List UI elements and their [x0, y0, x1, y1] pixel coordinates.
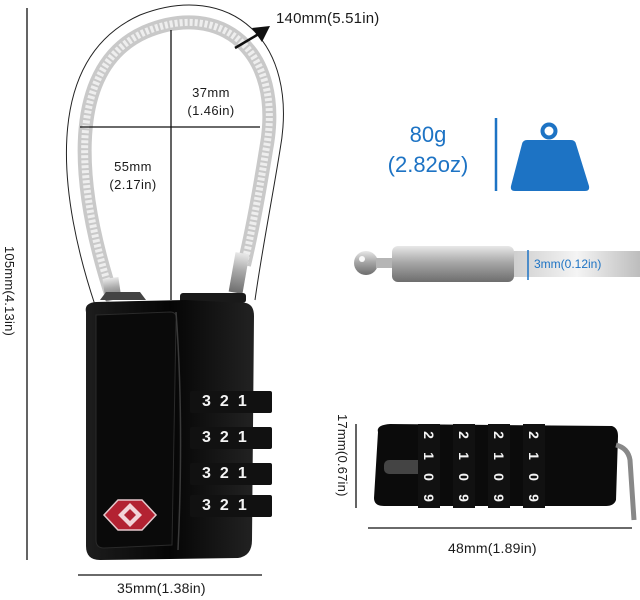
tsa-logo-icon: [102, 499, 158, 531]
total-height-label: 105mm(4.13in): [2, 246, 17, 337]
weight-ounces: (2.82oz): [387, 152, 469, 177]
shackle-width-mm: 37mm: [192, 85, 230, 100]
body-width-label: 35mm(1.38in): [117, 580, 206, 596]
cable-length-label: 140mm(5.51in): [276, 10, 380, 27]
shackle-width-in: (1.46in): [187, 103, 235, 118]
weight-grams: 80g: [409, 122, 447, 147]
shackle-height-label: 55mm (2.17in): [100, 158, 166, 194]
shackle-height-in: (2.17in): [109, 177, 157, 192]
lock-top-cap: [100, 292, 146, 300]
cable-diameter-label: 3mm(0.12in): [534, 257, 602, 271]
body-thickness-label: 17mm(0.67in): [335, 414, 350, 497]
ferrule-right: [228, 252, 250, 294]
cable-end-ferrule: [392, 246, 514, 282]
shackle-height-mm: 55mm: [114, 159, 152, 174]
body-length-label: 48mm(1.89in): [448, 540, 537, 556]
arrow-icon: [252, 26, 270, 42]
cable-outline: [65, 4, 284, 306]
cable-end-ball: [354, 251, 378, 275]
weight-label: 80g (2.82oz): [368, 120, 488, 180]
weight-icon: [510, 122, 590, 191]
shackle-width-label: 37mm (1.46in): [178, 84, 244, 120]
